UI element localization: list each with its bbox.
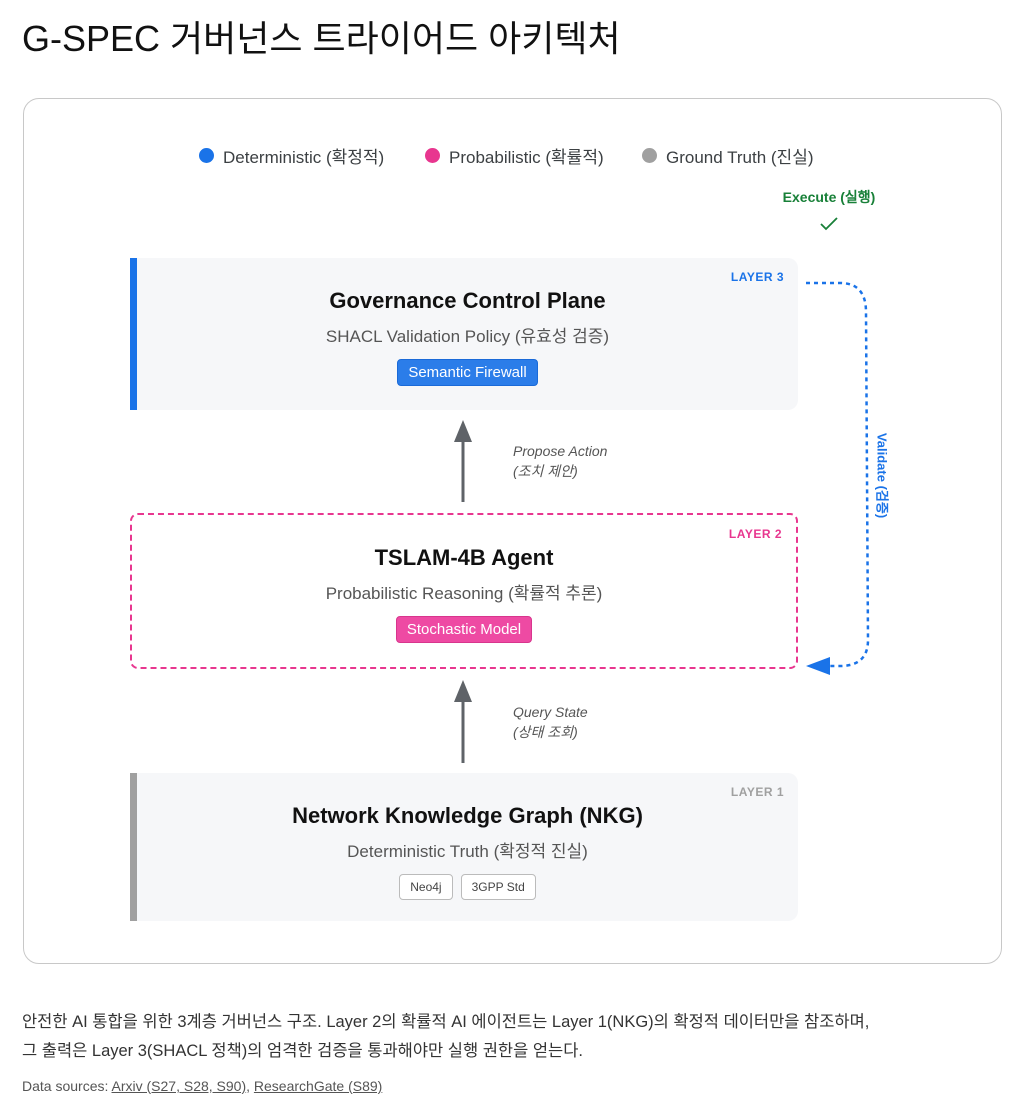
layer-tag: LAYER 2 xyxy=(728,527,782,541)
query-arrow xyxy=(454,680,472,763)
edge-label: (조치 제안) xyxy=(513,463,578,479)
blue-dot-icon xyxy=(199,148,214,163)
layer-1-box: LAYER 1 Network Knowledge Graph (NKG) De… xyxy=(130,773,798,921)
legend-label: Ground Truth (진실) xyxy=(666,148,814,167)
diagram-card xyxy=(23,98,1002,964)
edge-label: (상태 조회) xyxy=(513,724,578,740)
sources-prefix: Data sources: xyxy=(22,1078,112,1094)
gray-dot-icon xyxy=(642,148,657,163)
page-title: G-SPEC 거버넌스 트라이어드 아키텍처 xyxy=(22,18,621,59)
layer-subtitle: SHACL Validation Policy (유효성 검증) xyxy=(325,327,610,346)
legend-label: Probabilistic (확률적) xyxy=(449,148,604,167)
layer-tag: LAYER 3 xyxy=(730,270,784,284)
layer-subtitle: Deterministic Truth (확정적 진실) xyxy=(347,842,588,861)
layer-title: Network Knowledge Graph (NKG) xyxy=(292,803,643,828)
description: 안전한 AI 통합을 위한 3계층 거버넌스 구조. Layer 2의 확률적 … xyxy=(22,1008,869,1066)
description-line: 그 출력은 Layer 3(SHACL 정책)의 엄격한 검증을 통과해야만 실… xyxy=(22,1042,583,1060)
legend-deterministic: Deterministic (확정적) xyxy=(199,143,384,168)
neo4j-chip: Neo4j xyxy=(399,874,453,900)
legend-label: Deterministic (확정적) xyxy=(223,148,385,167)
check-icon xyxy=(820,217,838,231)
legend-ground-truth: Ground Truth (진실) xyxy=(642,143,814,168)
layer-tag: LAYER 1 xyxy=(730,785,784,799)
semantic-firewall-chip: Semantic Firewall xyxy=(397,359,538,386)
stochastic-model-chip: Stochastic Model xyxy=(395,616,533,643)
query-state-label: Query State (상태 조회) xyxy=(513,702,588,742)
validate-label: Validate (검증) xyxy=(873,415,893,536)
validate-arrow xyxy=(806,281,870,675)
propose-action-label: Propose Action (조치 제안) xyxy=(513,441,607,481)
edge-label: Query State xyxy=(513,704,588,720)
data-sources: Data sources: Arxiv (S27, S28, S90), Res… xyxy=(22,1078,383,1094)
layer-subtitle: Probabilistic Reasoning (확률적 추론) xyxy=(325,584,603,603)
researchgate-link[interactable]: ResearchGate (S89) xyxy=(253,1078,383,1094)
arxiv-link[interactable]: Arxiv (S27, S28, S90) xyxy=(111,1078,247,1094)
pink-dot-icon xyxy=(425,148,440,163)
description-line: 안전한 AI 통합을 위한 3계층 거버넌스 구조. Layer 2의 확률적 … xyxy=(22,1013,870,1031)
edge-label: Propose Action xyxy=(513,443,608,459)
layer-2-box: LAYER 2 TSLAM-4B Agent Probabilistic Rea… xyxy=(130,513,798,669)
3gpp-chip: 3GPP Std xyxy=(460,874,536,900)
legend-probabilistic: Probabilistic (확률적) xyxy=(425,143,604,168)
propose-arrow xyxy=(454,420,472,502)
layer-3-box: LAYER 3 Governance Control Plane SHACL V… xyxy=(130,258,798,410)
layer-title: Governance Control Plane xyxy=(329,288,606,313)
execute-label: Execute (실행) xyxy=(782,189,876,205)
layer-title: TSLAM-4B Agent xyxy=(374,545,554,570)
